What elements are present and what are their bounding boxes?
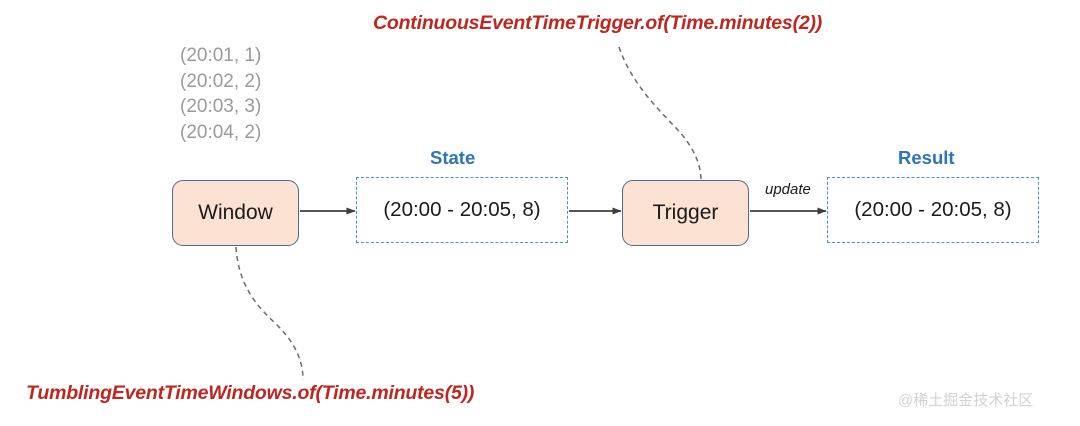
state-caption: State xyxy=(430,147,476,168)
state-node: (20:00 - 20:05, 8) xyxy=(356,177,568,243)
result-node: (20:00 - 20:05, 8) xyxy=(827,177,1039,243)
input-event-item: (20:01, 1) xyxy=(180,45,262,66)
input-event-list: (20:01, 1) (20:02, 2) (20:03, 3) (20:04,… xyxy=(180,43,261,145)
window-node: Window xyxy=(172,180,299,246)
input-event-item: (20:04, 2) xyxy=(180,121,262,143)
window-annotation-label: TumblingEventTimeWindows.of(Time.minutes… xyxy=(26,382,475,404)
input-event-item: (20:03, 3) xyxy=(180,96,262,117)
trigger-node: Trigger xyxy=(622,180,749,246)
watermark: @稀土掘金技术社区 xyxy=(898,392,1034,409)
update-edge-label: update xyxy=(765,181,811,198)
leader-trigger-annotation xyxy=(618,46,702,181)
input-event-item: (20:02, 2) xyxy=(180,70,262,92)
trigger-annotation-label: ContinuousEventTimeTrigger.of(Time.minut… xyxy=(373,12,823,34)
result-caption: Result xyxy=(898,147,955,168)
leader-window-annotation xyxy=(235,246,304,381)
